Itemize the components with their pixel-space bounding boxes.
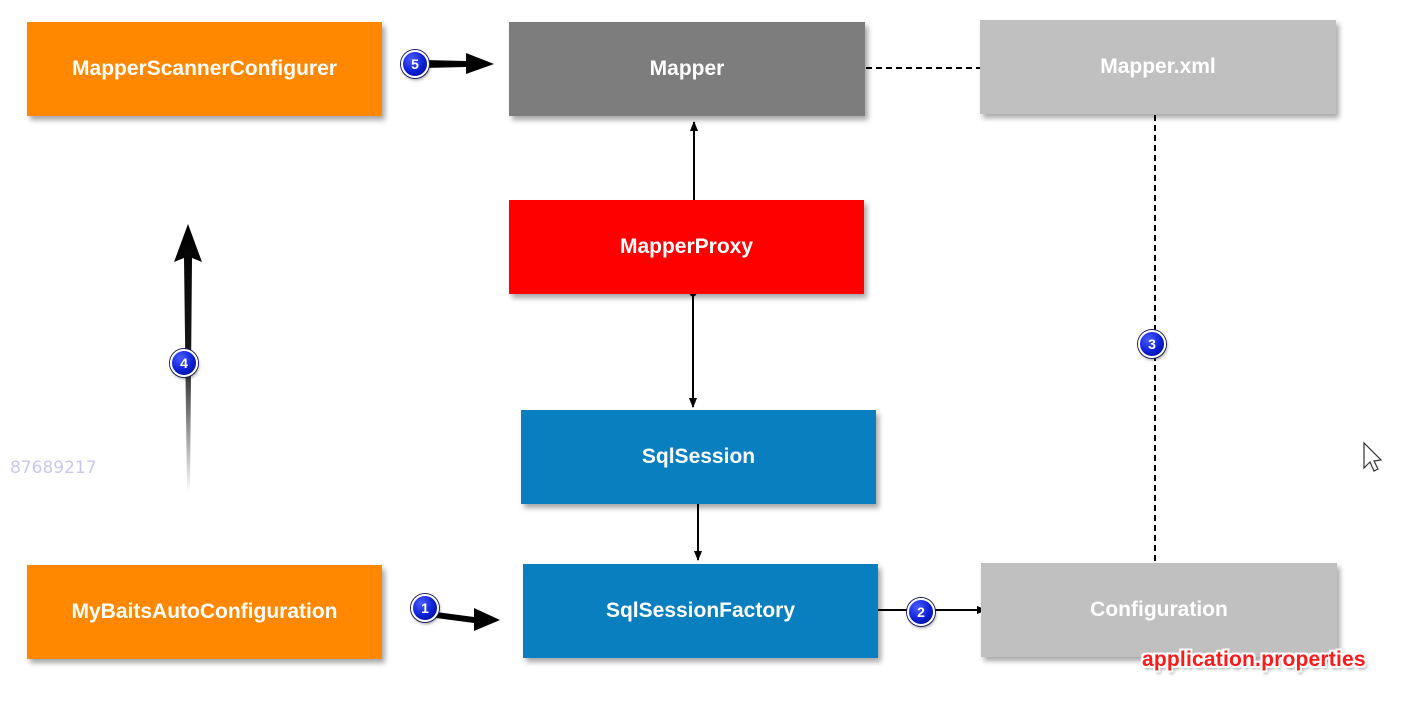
sql-session-label: SqlSession [641,445,756,468]
mapper-scanner-configurer-label: MapperScannerConfigurer [72,57,337,80]
arrow-mapperproxy-to-sqlsession [689,289,697,408]
sql-session-factory-label: SqlSessionFactory [605,599,796,622]
step-badge-3: 3 [1138,330,1166,358]
step-badge-4: 4 [170,349,198,377]
sql-session-box: SqlSession [521,410,876,504]
mouse-pointer-icon [1363,441,1383,472]
mapper-scanner-configurer-box: MapperScannerConfigurer [27,22,382,116]
configuration-label: Configuration [1090,598,1228,621]
mapper-xml-box: Mapper.xml [980,20,1336,114]
mapper-box: Mapper [509,22,865,116]
step-badge-2: 2 [907,598,935,626]
mapper-proxy-box: MapperProxy [509,200,864,294]
step-badge-5: 5 [401,50,429,78]
configuration-box: Configuration [981,563,1337,657]
application-properties-caption: application.properties [1142,648,1366,671]
watermark-text: 87689217 [10,458,97,478]
thick-arrow-step-5 [424,53,494,74]
mapper-xml-label: Mapper.xml [1100,55,1216,78]
thick-arrow-step-1 [436,608,500,631]
mybatis-auto-configuration-label: MyBaitsAutoConfiguration [71,600,338,623]
sql-session-factory-box: SqlSessionFactory [523,564,878,658]
mapper-label: Mapper [649,57,725,80]
mapper-proxy-label: MapperProxy [619,235,754,258]
mybatis-auto-configuration-box: MyBaitsAutoConfiguration [27,565,382,659]
step-badge-1: 1 [411,594,439,622]
